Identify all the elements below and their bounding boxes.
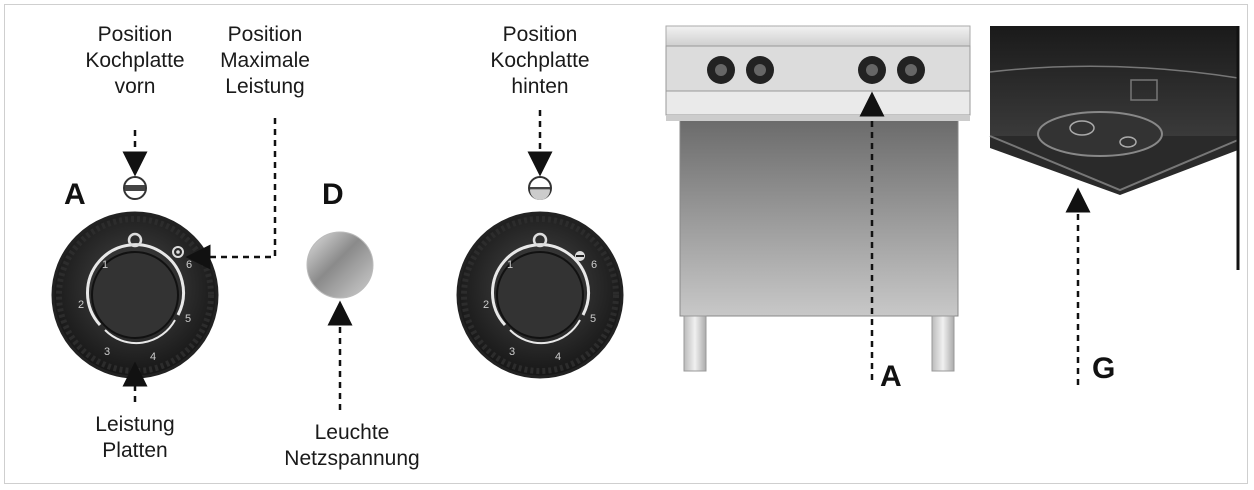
label-rear-plate: Position Kochplatte hinten: [465, 22, 615, 100]
mains-lamp: [306, 231, 374, 299]
label-line: Leuchte: [314, 421, 390, 444]
knob-tick: 3: [509, 346, 515, 358]
gas-burner-icon: [1037, 111, 1163, 157]
range-leg: [683, 315, 707, 372]
knob-front-plate: 1 2 3 4 5 6: [51, 176, 219, 379]
label-line: hinten: [511, 75, 569, 98]
knob-tick: 3: [104, 346, 110, 358]
knob-tick: 6: [591, 259, 597, 271]
max-power-symbol-icon: [172, 246, 184, 258]
label-max-power: Position Maximale Leistung: [200, 22, 330, 100]
knob-tick: 4: [150, 351, 156, 363]
range-knob-icon: [707, 56, 735, 84]
front-plate-symbol-icon: [123, 176, 147, 200]
knob-tick: 5: [185, 313, 191, 325]
label-line: Kochplatte: [490, 49, 590, 72]
letter-range-a: A: [880, 360, 902, 393]
rear-plate-symbol-icon: [528, 176, 552, 200]
letter-knob-a: A: [64, 178, 86, 211]
label-line: Leistung: [95, 413, 175, 436]
diagram-frame: [4, 4, 1248, 484]
letter-lamp-d: D: [322, 178, 344, 211]
range-leg: [931, 315, 955, 372]
knob-tick: 6: [186, 259, 192, 271]
label-plate-power: Leistung Platten: [70, 412, 200, 464]
knob-tick: 2: [483, 299, 489, 311]
knob-tick: 5: [590, 313, 596, 325]
label-line: Platten: [102, 439, 168, 462]
label-line: Position: [227, 23, 303, 46]
label-front-plate: Position Kochplatte vorn: [60, 22, 210, 100]
knob-tick: 4: [555, 351, 561, 363]
label-line: Kochplatte: [85, 49, 185, 72]
knob-tick: 2: [78, 299, 84, 311]
range-knob-icon: [858, 56, 886, 84]
range-knob-icon: [746, 56, 774, 84]
knob-tick: 1: [102, 259, 108, 271]
label-line: vorn: [114, 75, 156, 98]
gas-detail: [989, 26, 1240, 270]
letter-gas-g: G: [1092, 352, 1116, 385]
label-line: Position: [97, 23, 173, 46]
label-line: Maximale: [220, 49, 310, 72]
knob-rear-plate: 1 2 3 4 5 6: [456, 176, 624, 379]
cooking-range: [665, 25, 971, 372]
label-line: Netzspannung: [284, 447, 420, 470]
range-knob-icon: [897, 56, 925, 84]
label-mains-lamp: Leuchte Netzspannung: [262, 420, 442, 472]
arrow-max-power: [185, 118, 277, 270]
label-line: Leistung: [225, 75, 305, 98]
knob-tick: 1: [507, 259, 513, 271]
label-line: Position: [502, 23, 578, 46]
